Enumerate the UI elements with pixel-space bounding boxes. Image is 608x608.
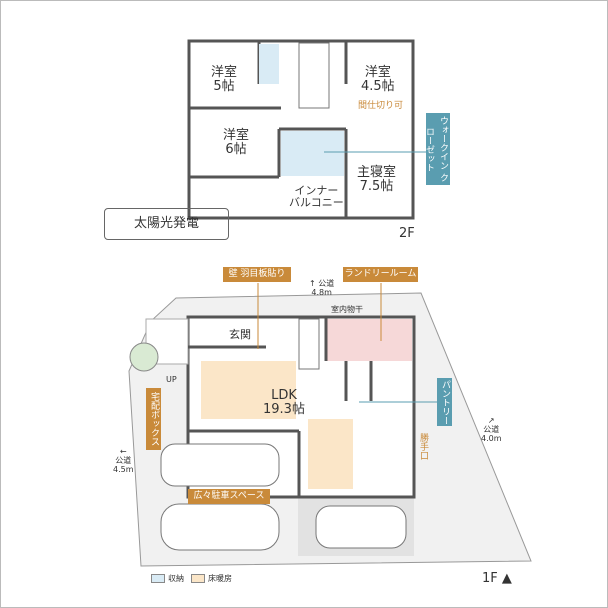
partition-note: 間仕切り可	[358, 101, 404, 111]
pantry-tag: パントリー	[437, 378, 452, 426]
cars	[160, 443, 407, 551]
north-arrow-icon: ▲	[501, 571, 512, 586]
walk-in-closet-area	[281, 131, 344, 176]
tree	[129, 342, 159, 372]
wall-siding-tag: 壁 羽目板貼り	[223, 267, 291, 282]
up-label: UP	[166, 375, 177, 384]
walk-in-closet-tag: ウォークイン クローゼット	[424, 113, 450, 185]
2f-storage	[259, 44, 279, 84]
legend-floor-heating: 床暖房	[191, 573, 232, 584]
floor-heating-dining	[308, 419, 353, 489]
entrance-label: 玄関	[229, 328, 251, 341]
2f-stairs	[298, 42, 330, 109]
1f-stairs	[298, 318, 320, 370]
floor1-label: 1F ▲	[482, 571, 512, 586]
floor2-label: 2F	[399, 226, 415, 241]
delivery-box-tag: 宅配ボックス	[146, 388, 161, 450]
floor-heating-living	[201, 361, 296, 419]
room-inner-balcony: インナーバルコニー	[289, 184, 344, 209]
parking-space-tag: 広々駐車スペース	[188, 489, 270, 504]
indoor-drying-label: 室内物干	[331, 305, 363, 314]
legend-storage: 収納	[151, 573, 184, 584]
solar-power-label: 太陽光発電	[104, 208, 229, 240]
back-door-label: 勝手口	[418, 433, 428, 460]
laundry-room	[326, 319, 412, 361]
laundry-room-tag: ランドリールーム	[343, 267, 418, 282]
